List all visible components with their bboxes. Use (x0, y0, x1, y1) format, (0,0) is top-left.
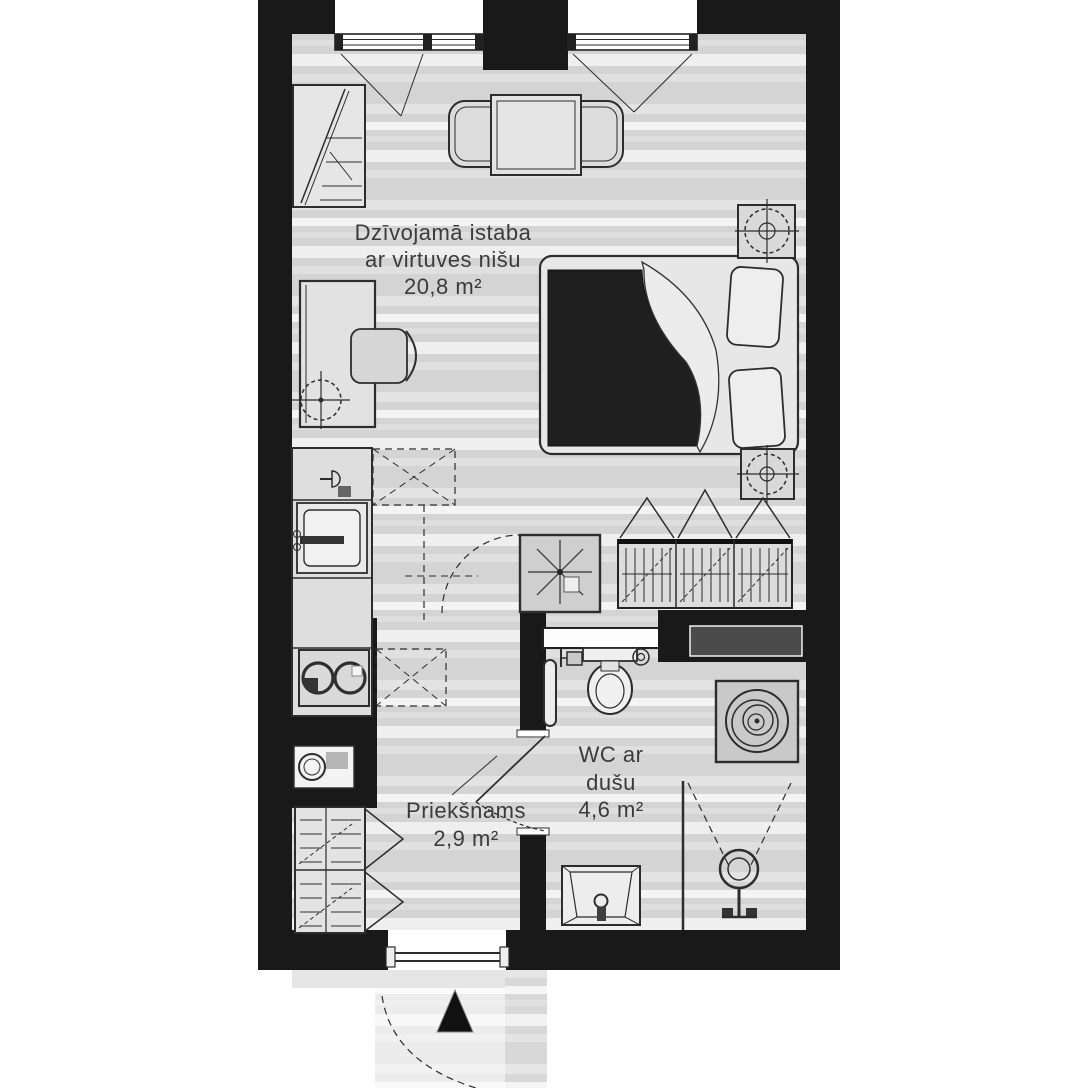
room-label-hall-line1: Priekšnams (406, 798, 526, 823)
room-label-living-line1: Dzīvojamā istaba (355, 220, 532, 245)
double-bed-icon (538, 254, 800, 456)
upper-cabinets-dashed-icon (372, 448, 478, 707)
wardrobe-icon (617, 488, 793, 609)
room-label-living-line2: ar virtuves nišu (365, 247, 521, 272)
entrance-arrow-icon (436, 988, 474, 1033)
dining-table-icon (490, 94, 582, 176)
room-label-wc-line1: WC ar (579, 742, 644, 767)
appliance-niche (293, 745, 355, 789)
entrance-door-icon (385, 930, 510, 970)
room-label-wc-area: 4,6 m² (578, 797, 643, 822)
exterior-shading (292, 962, 547, 1088)
bathroom-door (475, 729, 550, 836)
washing-machine-icon (714, 679, 800, 764)
door-swing-icon (475, 801, 546, 832)
towel-radiator-icon (543, 659, 557, 727)
door-swing-icon (735, 496, 791, 539)
window-icon (334, 0, 484, 117)
shower-head-icon (687, 782, 792, 919)
door-swing-icon (441, 534, 521, 614)
flush-valve-icon (560, 649, 583, 667)
wall-niche (689, 625, 803, 657)
door-swing-icon (619, 496, 675, 539)
duvet-fold-icon (641, 260, 720, 454)
desk-chair-icon (350, 328, 417, 384)
washbasin-icon (561, 865, 641, 926)
ceiling-lamp-icon (292, 371, 350, 429)
room-label-living-area: 20,8 m² (404, 274, 482, 299)
ventilation-duct-icon (737, 445, 799, 503)
extract-fan-icon (518, 533, 602, 614)
window-icon (567, 0, 698, 113)
door-swing-icon (381, 995, 477, 1088)
toilet-icon (582, 647, 638, 715)
room-label-wc-line2: dušu (586, 770, 636, 795)
hall-wardrobe-icon (294, 806, 405, 934)
floor-drain-icon (632, 648, 650, 666)
hob-icon (298, 649, 370, 707)
room-label-hall-area: 2,9 m² (433, 826, 498, 851)
pillow-icon (726, 266, 784, 348)
kitchen-faucet-icon (320, 470, 351, 497)
tall-cabinet-icon (292, 84, 366, 208)
floor (292, 33, 808, 930)
door-swing-icon (677, 488, 733, 539)
door-swing-icon (364, 871, 405, 932)
pillow-icon (728, 367, 786, 449)
thin-wall (542, 627, 671, 649)
door-swing-icon (364, 808, 405, 870)
ventilation-duct-icon (735, 199, 799, 263)
label-leader-line (451, 755, 498, 796)
kitchen-sink-icon (293, 502, 368, 574)
